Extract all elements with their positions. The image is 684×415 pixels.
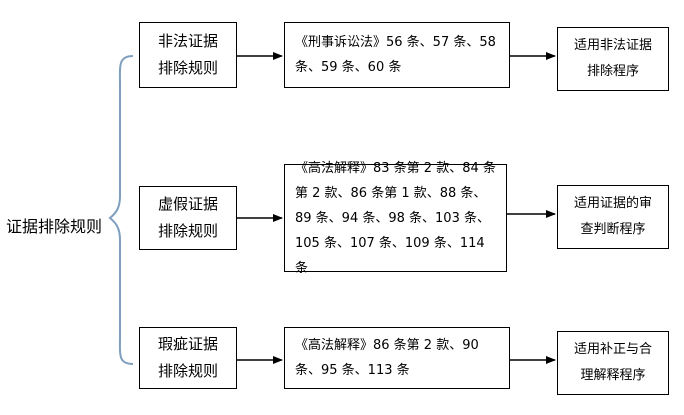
law-text: 《高法解释》83 条第 2 款、84 条第 2 款、86 条第 1 款、88 条… xyxy=(295,160,496,276)
rule-box-flawed-evidence: 瑕疵证据 排除规则 xyxy=(139,327,237,389)
procedure-box-correction: 适用补正与合 理解释程序 xyxy=(557,331,669,395)
law-box-criminal-procedure: 《刑事诉讼法》56 条、57 条、58 条、59 条、60 条 xyxy=(284,22,510,88)
procedure-label-line1: 适用证据的审 xyxy=(573,196,652,211)
law-box-court-interpretation-83: 《高法解释》83 条第 2 款、84 条第 2 款、86 条第 1 款、88 条… xyxy=(284,161,507,276)
law-box-court-interpretation-86: 《高法解释》86 条第 2 款、90 条、95 条、113 条 xyxy=(284,327,510,389)
law-text: 《刑事诉讼法》56 条、57 条、58 条、59 条、60 条 xyxy=(295,35,496,75)
law-text: 《高法解释》86 条第 2 款、90 条、95 条、113 条 xyxy=(295,338,479,378)
rule-label-line1: 瑕疵证据 xyxy=(157,335,218,353)
curly-brace xyxy=(108,55,134,365)
procedure-label-line2: 查判断程序 xyxy=(580,222,646,237)
rule-label-line1: 虚假证据 xyxy=(157,195,218,213)
procedure-label-line2: 排除程序 xyxy=(586,64,639,79)
rule-label-line2: 排除规则 xyxy=(157,59,218,77)
procedure-box-illegal-exclusion: 适用非法证据 排除程序 xyxy=(557,27,669,91)
rule-label-line1: 非法证据 xyxy=(157,32,218,50)
rule-box-false-evidence: 虚假证据 排除规则 xyxy=(139,186,237,250)
root-label: 证据排除规则 xyxy=(6,217,103,236)
rule-box-illegal-evidence: 非法证据 排除规则 xyxy=(139,22,237,88)
procedure-label-line1: 适用非法证据 xyxy=(573,38,652,53)
rule-label-line2: 排除规则 xyxy=(157,362,218,380)
procedure-label-line2: 理解释程序 xyxy=(580,368,646,383)
procedure-box-examination: 适用证据的审 查判断程序 xyxy=(557,185,669,249)
procedure-label-line1: 适用补正与合 xyxy=(573,342,652,357)
rule-label-line2: 排除规则 xyxy=(157,222,218,240)
